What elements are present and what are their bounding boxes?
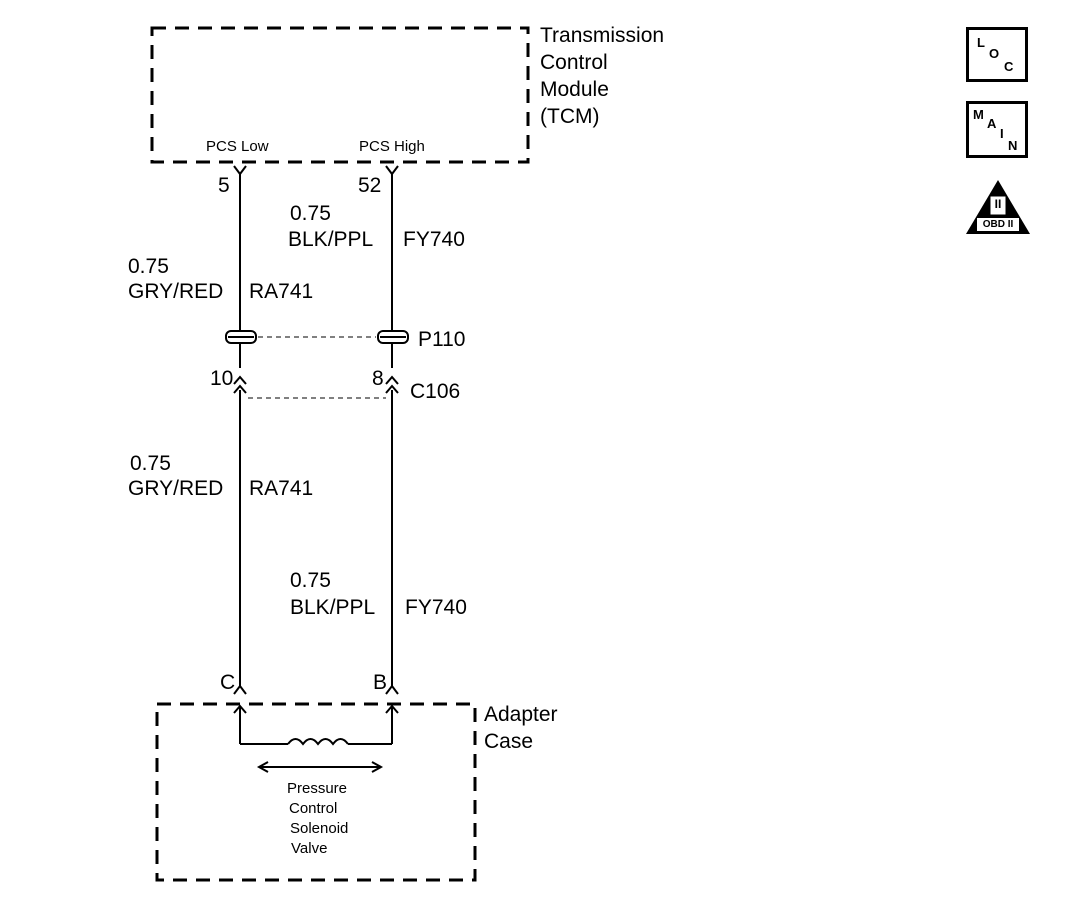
p110-connector-left — [225, 330, 257, 350]
wire-upper-right-size: 0.75 — [290, 202, 331, 225]
adapter-pin-b: B — [373, 671, 388, 694]
solenoid-range-arrow — [256, 761, 384, 773]
wire-lower-left-color: GRY/RED — [128, 477, 224, 500]
c106-pin-right: 8 — [372, 367, 384, 390]
wire-upper-left-size: 0.75 — [128, 255, 169, 278]
solenoid-circuit — [239, 706, 393, 745]
adapter-title-line1: Adapter — [484, 703, 558, 726]
tcm-box — [150, 26, 530, 164]
solenoid-coil — [287, 738, 349, 746]
loc-icon-l: L — [977, 35, 985, 50]
tcm-pin-low-terminal — [233, 165, 247, 175]
c106-terminal-right — [385, 375, 399, 394]
c106-terminal-left — [233, 375, 247, 394]
wire-lower-right-circuit: FY740 — [405, 596, 467, 619]
p110-connector-right — [377, 330, 409, 350]
loc-icon[interactable]: L O C — [966, 27, 1028, 82]
adapter-title: Adapter Case — [484, 701, 558, 755]
tcm-title-line3: Module — [540, 78, 609, 101]
solenoid-label-line3: Solenoid — [290, 820, 349, 837]
loc-icon-c: C — [1004, 59, 1014, 74]
adapter-case-box — [155, 702, 477, 882]
wire-upper-left-circuit: RA741 — [249, 280, 314, 303]
obd-ii-icon — [966, 180, 1030, 234]
main-icon[interactable]: M A I N — [966, 101, 1028, 158]
adapter-title-line2: Case — [484, 730, 534, 753]
solenoid-label-line1: Pressure — [287, 780, 348, 797]
wire-upper-right-circuit: FY740 — [403, 228, 465, 251]
tcm-pin-high-label: PCS High — [359, 138, 425, 155]
tcm-title-line4: (TCM) — [540, 105, 600, 128]
c106-pin-left: 10 — [210, 367, 234, 390]
wire-upper-right-color: BLK/PPL — [288, 228, 374, 251]
tcm-pin-low-label: PCS Low — [206, 138, 269, 155]
loc-icon-o: O — [989, 46, 1000, 61]
main-icon-m: M — [973, 107, 984, 122]
tcm-pin-high-terminal — [385, 165, 399, 175]
main-icon-i: I — [1000, 126, 1004, 141]
tcm-title-line1: Transmission — [540, 24, 665, 47]
wire-lower-left-circuit: RA741 — [249, 477, 314, 500]
obd-ii-numeral: II — [994, 197, 1002, 211]
wire-upper-left-color: GRY/RED — [128, 280, 224, 303]
wire-lower-right-size: 0.75 — [290, 569, 331, 592]
tcm-pin-high-number: 52 — [358, 174, 382, 197]
wire-lower-left-size: 0.75 — [130, 452, 171, 475]
adapter-pin-c: C — [220, 671, 236, 694]
solenoid-label-line4: Valve — [291, 840, 328, 857]
tcm-pin-low-number: 5 — [218, 174, 230, 197]
obd-ii-text: OBD II — [982, 219, 1014, 230]
solenoid-label-line2: Control — [289, 800, 338, 817]
tcm-title: Transmission Control Module (TCM) — [540, 22, 664, 130]
c106-label: C106 — [410, 380, 461, 403]
p110-label: P110 — [418, 328, 466, 351]
main-icon-n: N — [1008, 138, 1018, 153]
main-icon-a: A — [987, 116, 997, 131]
wire-lower-right-color: BLK/PPL — [290, 596, 376, 619]
tcm-title-line2: Control — [540, 51, 608, 74]
